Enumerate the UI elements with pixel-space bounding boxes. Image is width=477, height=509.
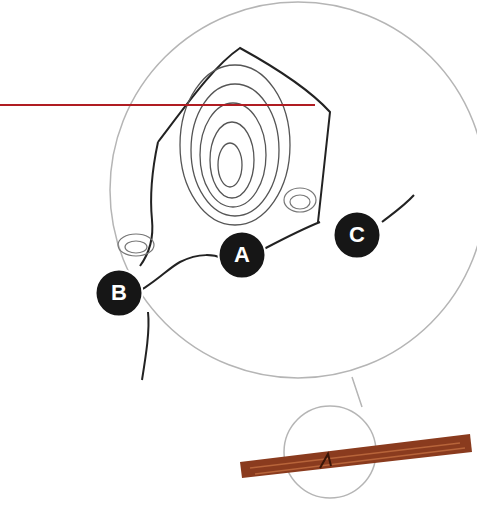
stem-outline <box>262 222 320 250</box>
magnifier-circle <box>110 2 477 378</box>
callout-circle: A <box>217 230 267 280</box>
callout-letter: A <box>234 244 250 266</box>
terminal-bud-outline <box>158 48 330 222</box>
stem-outline <box>142 312 149 380</box>
callout-circle: B <box>94 268 144 318</box>
magnifier-link <box>352 377 362 407</box>
twig-texture <box>250 443 465 474</box>
twig-bud <box>320 454 331 468</box>
stem-outline <box>382 195 414 222</box>
callout-disc <box>334 212 381 259</box>
callout-disc <box>219 232 266 279</box>
callout-letter: C <box>349 224 365 246</box>
twig <box>240 434 472 478</box>
callout-disc <box>96 270 143 317</box>
terminal-bud-outline <box>140 142 158 266</box>
lateral-bud <box>118 188 316 256</box>
callout-letter: B <box>111 282 127 304</box>
callout-circle: C <box>332 210 382 260</box>
bud-scales <box>180 65 290 225</box>
pointer-line <box>0 104 315 106</box>
